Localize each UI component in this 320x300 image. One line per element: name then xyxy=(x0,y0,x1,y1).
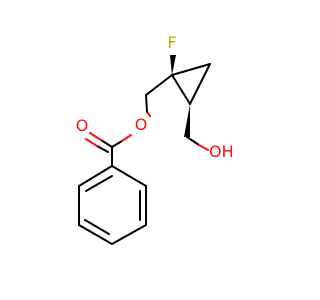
bond-cq-ch2ring xyxy=(171,63,211,76)
bond-co-black-2 xyxy=(96,145,109,153)
bond-ch-cq xyxy=(171,74,191,105)
wedge-bond-cq-f xyxy=(170,55,176,75)
bond-ring-c1-c2 xyxy=(111,165,147,187)
bond-co-black-1 xyxy=(100,139,113,148)
molecule-drawing: F O O OH xyxy=(76,33,234,245)
bond-ring-c3-c4 xyxy=(111,224,147,245)
atom-label-fluorine: F xyxy=(167,33,176,52)
wedge-bond-ch-ch2 xyxy=(184,104,190,137)
cyclopropane-ring xyxy=(171,63,211,105)
bond-carbonyl-to-ester-o-red xyxy=(121,134,132,142)
bond-ch2-to-oh-black xyxy=(186,136,200,146)
atom-label-ester-oxygen: O xyxy=(135,115,148,134)
bond-ring-inner-2 xyxy=(84,219,110,235)
bond-ring-c6-c1 xyxy=(78,165,113,187)
atom-label-hydroxyl: OH xyxy=(209,142,234,161)
bond-ring-c4-c5 xyxy=(78,224,113,245)
atom-label-carbonyl-oxygen: O xyxy=(76,116,89,135)
structure-canvas: F O O OH xyxy=(76,33,234,245)
bond-ester-o-to-ch2-black xyxy=(145,94,148,113)
bond-carbonyl-to-ester-o-black xyxy=(111,140,123,148)
bond-ch2-to-cq xyxy=(145,74,173,96)
benzene-ring xyxy=(78,165,147,245)
carbonyl-double-bond xyxy=(85,132,113,153)
bond-co-red-2 xyxy=(85,138,98,147)
bond-ch2ring-ch xyxy=(189,63,211,105)
bond-co-red-1 xyxy=(89,132,102,141)
bond-ring-inner-3 xyxy=(85,175,113,192)
bond-ch2-to-oh-red xyxy=(198,144,209,151)
